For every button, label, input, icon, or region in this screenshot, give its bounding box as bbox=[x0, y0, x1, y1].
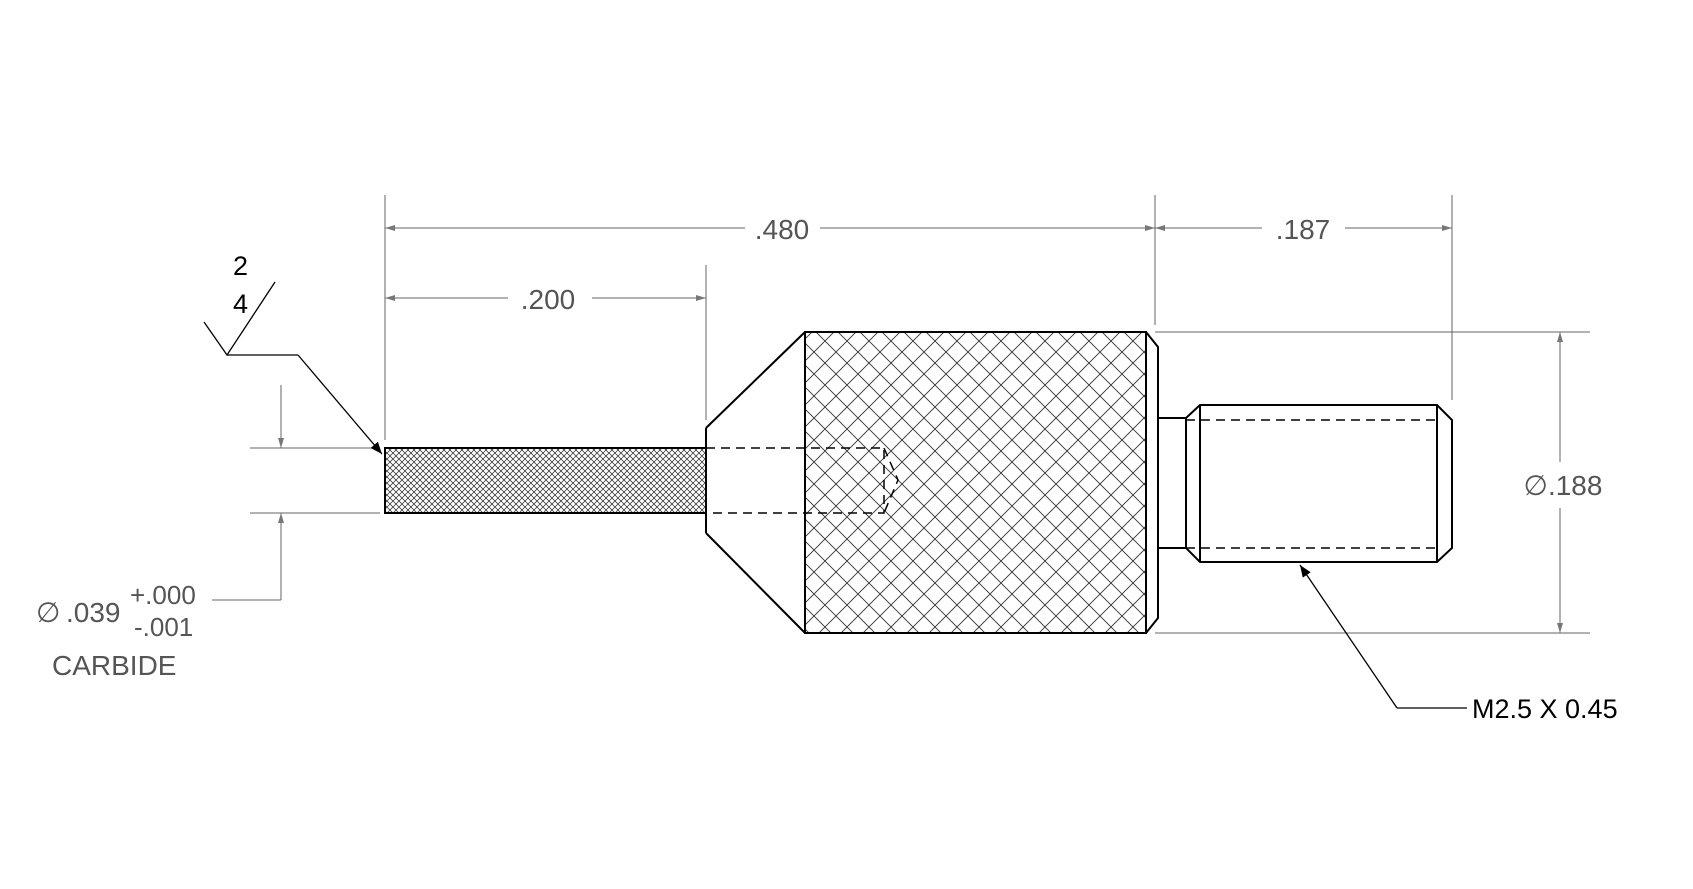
dimension-body-diameter: ∅.188 bbox=[1524, 332, 1603, 633]
dim-body-diameter-text: ∅.188 bbox=[1524, 470, 1603, 501]
bore-drill-point bbox=[883, 447, 899, 514]
dim-overall-length-text: .480 bbox=[755, 214, 810, 245]
diameter-symbol: ∅ bbox=[36, 597, 60, 628]
dimension-tip-diameter: ∅ .039 +.000 -.001 CARBIDE bbox=[36, 385, 284, 681]
thread-callout: M2.5 X 0.45 bbox=[1299, 564, 1618, 724]
part-outline bbox=[384, 331, 1453, 634]
dimension-tip-length: .200 bbox=[385, 284, 706, 315]
thread-relief-neck bbox=[1158, 417, 1186, 549]
tolerance-plus: +.000 bbox=[130, 580, 196, 610]
dim-tip-length-text: .200 bbox=[521, 284, 576, 315]
carbide-tip-texture bbox=[385, 448, 706, 513]
dimension-thread-length: .187 bbox=[1155, 214, 1452, 245]
tolerance-minus: -.001 bbox=[134, 612, 193, 642]
surface-finish-leader bbox=[297, 354, 383, 455]
knurled-body bbox=[804, 331, 1147, 634]
tip-bore-hidden bbox=[706, 447, 885, 514]
cone-chamfer bbox=[705, 331, 806, 634]
thread-callout-text: M2.5 X 0.45 bbox=[1472, 694, 1618, 724]
dimension-overall-length: .480 bbox=[385, 214, 1155, 245]
knurl-pattern bbox=[805, 332, 1146, 633]
threaded-stud bbox=[1185, 404, 1453, 563]
body-chamfer bbox=[1145, 331, 1159, 634]
extension-lines bbox=[250, 195, 1590, 634]
surface-finish-bottom-value: 4 bbox=[233, 289, 248, 319]
surface-finish-symbol: 2 4 bbox=[203, 251, 383, 455]
material-note: CARBIDE bbox=[52, 650, 176, 681]
surface-finish-top-value: 2 bbox=[233, 251, 248, 281]
dim-tip-diameter-text: .039 bbox=[66, 597, 121, 628]
thread-callout-leader bbox=[1299, 564, 1398, 709]
dim-thread-length-text: .187 bbox=[1276, 214, 1331, 245]
